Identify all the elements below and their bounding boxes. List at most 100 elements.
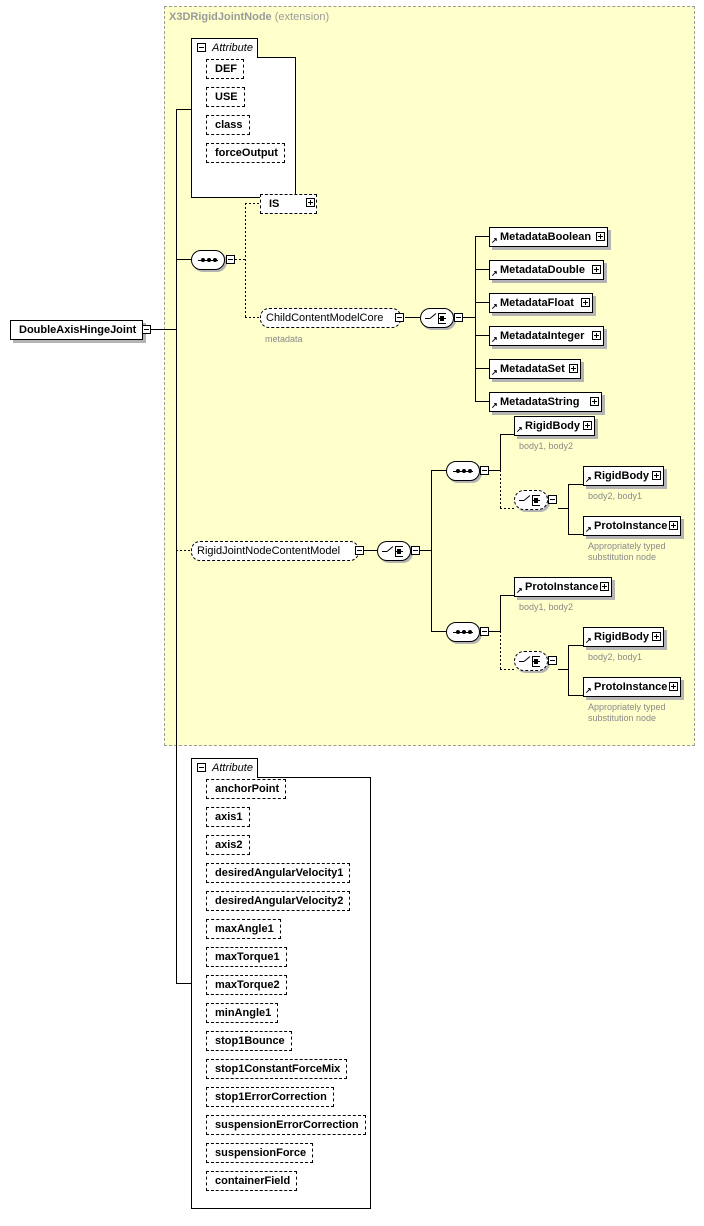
reference-arrow-icon: ↗ (585, 475, 592, 484)
branch1-choice-expand-icon-0[interactable] (652, 471, 661, 480)
attribute-DEF: DEF (206, 59, 244, 79)
attribute-desiredAngularVelocity1: desiredAngularVelocity1 (206, 863, 351, 883)
attribute-maxTorque1-label: maxTorque1 (215, 951, 280, 963)
base-attributes-collapse-icon[interactable] (197, 43, 206, 52)
branch1-choice-element-0[interactable]: RigidBody↗ (583, 466, 664, 486)
branch1-first-element[interactable]: RigidBody↗ (514, 416, 595, 436)
child-content-model-group[interactable]: ChildContentModelCore (260, 308, 401, 328)
branch2-choice-element-0[interactable]: RigidBody↗ (583, 627, 664, 647)
attribute-DEF-label: DEF (215, 63, 237, 75)
root-collapse-icon[interactable] (142, 325, 151, 334)
branch2-first-element-label: ProtoInstance (525, 581, 599, 593)
own-attributes-collapse-icon[interactable] (197, 763, 206, 772)
metadata-expand-icon-MetadataFloat[interactable] (581, 298, 590, 307)
branch2-choice-note-1: Appropriately typed substitution node (588, 702, 666, 723)
is-element[interactable]: IS (260, 194, 317, 214)
reference-arrow-icon: ↗ (585, 525, 592, 534)
attribute-USE-label: USE (215, 91, 238, 103)
metadata-element-MetadataString[interactable]: MetadataString↗ (489, 392, 602, 412)
rigid-joint-content-model-group-label: RigidJointNodeContentModel (197, 545, 341, 557)
attribute-desiredAngularVelocity2-label: desiredAngularVelocity2 (215, 895, 344, 907)
attribute-class: class (206, 115, 250, 135)
metadata-expand-icon-MetadataDouble[interactable] (592, 265, 601, 274)
rigid-joint-content-model-group[interactable]: RigidJointNodeContentModel (191, 541, 359, 561)
attribute-containerField-label: containerField (215, 1175, 291, 1187)
child-content-model-note: metadata (265, 334, 303, 344)
metadata-expand-icon-MetadataInteger[interactable] (592, 331, 601, 340)
metadata-expand-icon-MetadataBoolean[interactable] (596, 232, 605, 241)
branch2-first-element[interactable]: ProtoInstance↗ (514, 577, 612, 597)
attribute-maxTorque2-label: maxTorque2 (215, 979, 280, 991)
attribute-forceOutput: forceOutput (206, 143, 285, 163)
branch1-choice-element-1[interactable]: ProtoInstance↗ (583, 516, 681, 536)
branch2-choice-element-1-label: ProtoInstance (594, 681, 668, 693)
is-expand-icon[interactable] (306, 198, 315, 207)
metadata-element-MetadataFloat[interactable]: MetadataFloat↗ (489, 293, 593, 313)
attribute-axis1-label: axis1 (215, 811, 243, 823)
reference-arrow-icon: ↗ (491, 368, 498, 377)
child-content-model-group-label: ChildContentModelCore (266, 312, 384, 324)
metadata-element-MetadataDouble[interactable]: MetadataDouble↗ (489, 260, 604, 280)
branch2-choice-expand-icon-0[interactable] (652, 632, 661, 641)
rigid-joint-choice-collapse-icon[interactable] (411, 546, 420, 555)
reference-arrow-icon: ↗ (585, 636, 592, 645)
attribute-desiredAngularVelocity1-label: desiredAngularVelocity1 (215, 867, 344, 879)
branch1-sequence-collapse-icon[interactable] (480, 466, 489, 475)
attribute-minAngle1-label: minAngle1 (215, 1007, 272, 1019)
branch2-choice-note-0: body2, body1 (588, 652, 643, 662)
metadata-element-MetadataInteger-label: MetadataInteger (500, 330, 585, 342)
attribute-maxTorque2: maxTorque2 (206, 975, 287, 995)
own-attributes-tab: Attribute (191, 758, 258, 778)
branch1-choice-expand-icon-1[interactable] (669, 521, 678, 530)
attribute-maxAngle1-label: maxAngle1 (215, 923, 274, 935)
attribute-maxAngle1: maxAngle1 (206, 919, 281, 939)
metadata-expand-icon-MetadataSet[interactable] (569, 364, 578, 373)
reference-arrow-icon: ↗ (491, 335, 498, 344)
root-element[interactable]: DoubleAxisHingeJoint (10, 320, 144, 340)
branch1-optional-choice-collapse-icon[interactable] (548, 495, 557, 504)
attribute-stop1ErrorCorrection-label: stop1ErrorCorrection (215, 1091, 327, 1103)
branch2-first-expand-icon[interactable] (600, 582, 609, 591)
child-content-model-collapse-icon[interactable] (395, 313, 404, 322)
branch2-choice-expand-icon-1[interactable] (669, 682, 678, 691)
metadata-element-MetadataSet[interactable]: MetadataSet↗ (489, 359, 581, 379)
branch2-choice-element-1[interactable]: ProtoInstance↗ (583, 677, 681, 697)
reference-arrow-icon: ↗ (516, 586, 523, 595)
reference-arrow-icon: ↗ (585, 686, 592, 695)
attribute-anchorPoint-label: anchorPoint (215, 783, 280, 795)
branch1-first-expand-icon[interactable] (583, 421, 592, 430)
branch1-choice-element-0-label: RigidBody (594, 470, 649, 482)
branch2-sequence-icon (446, 622, 480, 642)
attribute-stop1Bounce: stop1Bounce (206, 1031, 292, 1051)
branch2-optional-choice-icon (514, 651, 548, 671)
attribute-maxTorque1: maxTorque1 (206, 947, 287, 967)
attribute-suspensionErrorCorrection-label: suspensionErrorCorrection (215, 1119, 359, 1131)
attribute-suspensionForce: suspensionForce (206, 1143, 314, 1163)
metadata-element-MetadataBoolean-label: MetadataBoolean (500, 231, 592, 243)
branch2-sequence-collapse-icon[interactable] (480, 627, 489, 636)
attribute-anchorPoint: anchorPoint (206, 779, 287, 799)
branch2-choice-element-0-label: RigidBody (594, 631, 649, 643)
metadata-element-MetadataBoolean[interactable]: MetadataBoolean↗ (489, 227, 608, 247)
attribute-axis1: axis1 (206, 807, 250, 827)
metadata-choice-collapse-icon[interactable] (454, 313, 463, 322)
attribute-USE: USE (206, 87, 245, 107)
rigid-joint-choice-icon (377, 541, 411, 561)
base-attributes-tab: Attribute (191, 38, 258, 58)
extension-title: X3DRigidJointNode (extension) (169, 11, 329, 23)
metadata-expand-icon-MetadataString[interactable] (590, 397, 599, 406)
metadata-element-MetadataInteger[interactable]: MetadataInteger↗ (489, 326, 604, 346)
attribute-desiredAngularVelocity2: desiredAngularVelocity2 (206, 891, 351, 911)
branch2-optional-choice-collapse-icon[interactable] (548, 656, 557, 665)
sequence-metadata-collapse-icon[interactable] (226, 255, 235, 264)
attribute-containerField: containerField (206, 1171, 298, 1191)
attribute-axis2-label: axis2 (215, 839, 243, 851)
metadata-element-MetadataFloat-label: MetadataFloat (500, 297, 574, 309)
attribute-suspensionErrorCorrection: suspensionErrorCorrection (206, 1115, 366, 1135)
rigid-joint-content-model-collapse-icon[interactable] (355, 546, 364, 555)
base-attributes-label: Attribute (212, 42, 253, 54)
reference-arrow-icon: ↗ (491, 401, 498, 410)
branch1-optional-choice-icon (514, 490, 548, 510)
